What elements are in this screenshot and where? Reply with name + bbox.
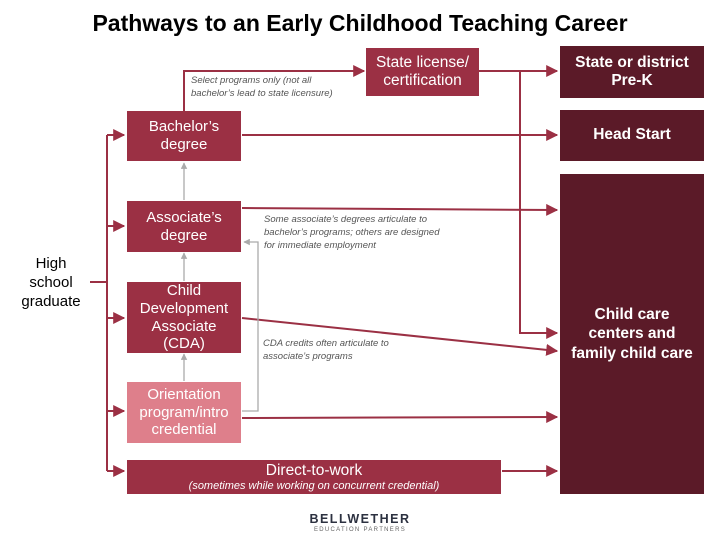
bellwether-logo: BELLWETHER EDUCATION PARTNERS: [300, 512, 420, 533]
logo-name: BELLWETHER: [309, 512, 411, 526]
child-care-box: Child care centers and family child care: [560, 174, 704, 494]
prek-box: State or district Pre-K: [560, 46, 704, 98]
direct-to-work-box: Direct-to-work (sometimes while working …: [127, 460, 501, 494]
note-cda-credits: CDA credits often articulate to associat…: [263, 338, 389, 362]
head-start-box: Head Start: [560, 110, 704, 161]
page-title: Pathways to an Early Childhood Teaching …: [92, 10, 628, 36]
cda-box: Child Development Associate (CDA): [127, 282, 241, 353]
orientation-program-box: Orientation program/intro credential: [127, 382, 241, 443]
note-associates-articulate: Some associate’s degrees articulate to b…: [264, 214, 440, 251]
note-select-programs: Select programs only (not all bachelor’s…: [191, 75, 333, 99]
high-school-graduate-label: High school graduate: [21, 255, 81, 310]
logo-subtitle: EDUCATION PARTNERS: [313, 527, 407, 533]
state-license-box: State license/ certification: [366, 48, 479, 96]
direct-to-work-label: Direct-to-work: [265, 461, 363, 479]
bachelors-degree-box: Bachelor’s degree: [127, 111, 241, 161]
associates-degree-box: Associate’s degree: [127, 201, 241, 252]
direct-to-work-note: (sometimes while working on concurrent c…: [188, 479, 440, 492]
